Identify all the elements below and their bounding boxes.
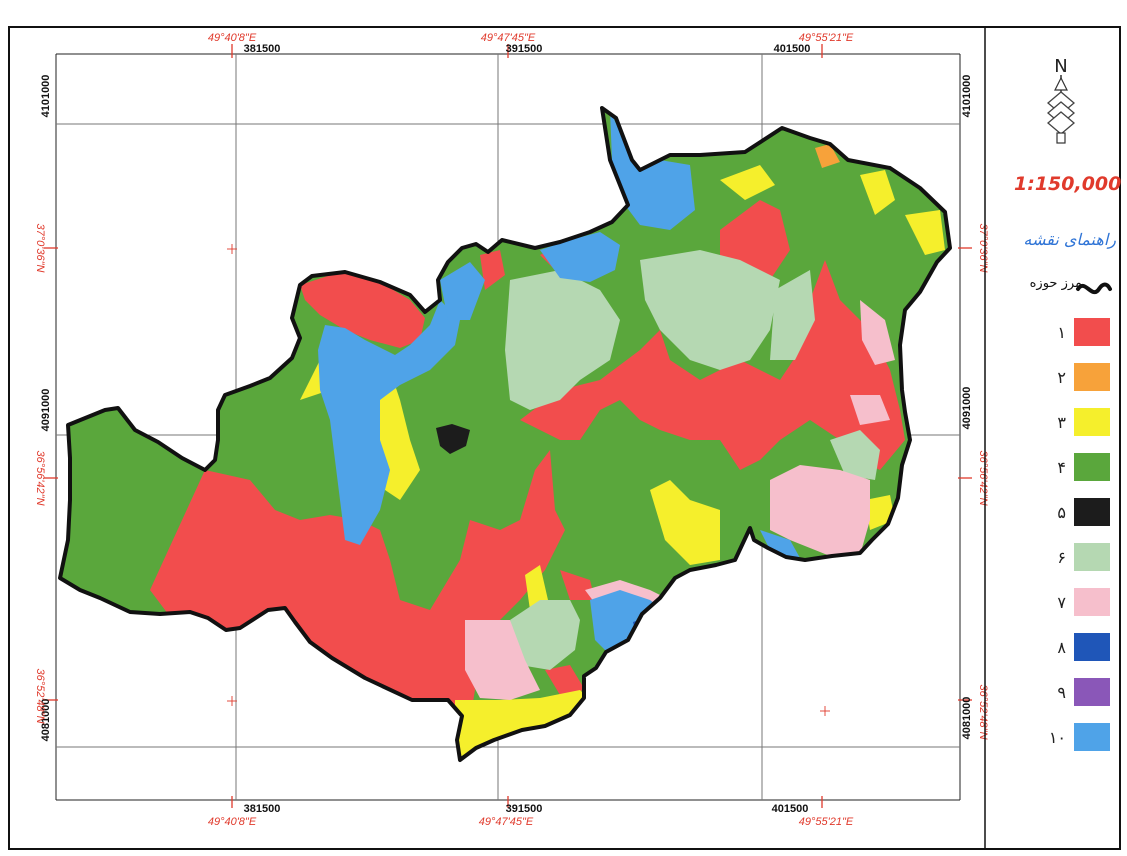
legend-title: راهنمای نقشه [1023,230,1116,249]
legend-item-label: ۴ [1057,458,1066,477]
legend-swatch [1074,633,1110,661]
landuse-yellow-east [905,210,945,255]
grid-label-left-proj-1: 4101000 [40,75,52,118]
legend-swatch [1074,498,1110,526]
legend-item: ۵ [1040,498,1110,528]
legend-item: ۲ [1040,363,1110,393]
grid-label-top-proj-1: 381500 [244,43,281,55]
grid-label-left-geo-1: 37°0'36"N [34,224,46,273]
landuse-pink-ne [860,300,895,365]
landuse-lightgreen-mid [505,270,620,410]
landuse-yellow-mid [525,565,548,610]
landuse-lightgreen-south [510,600,580,670]
grid-label-right-proj-3: 4081000 [961,697,973,740]
landuse-blue-north [610,110,695,230]
legend-item: ۷ [1040,588,1110,618]
landuse-yellow-ne [720,165,775,200]
boundary-label: مرز حوزه [1029,276,1082,291]
grid-label-top-geo-1: 49°40'8"E [208,32,257,44]
legend-item-label: ۱ [1057,323,1066,342]
landuse-pink-south [465,620,540,700]
grid-label-right-geo-1: 37°0'36"N [977,224,989,273]
landuse-blue-northmid [540,232,620,282]
landuse-lightgreen-se [830,430,880,480]
legend-item-label: ۱۰ [1048,728,1066,747]
legend-swatch [1074,318,1110,346]
legend-item-label: ۷ [1057,593,1066,612]
legend-swatch [1074,723,1110,751]
legend-swatch [1074,543,1110,571]
grid-label-bottom-proj-3: 401500 [772,803,809,815]
landuse-orange [815,144,840,168]
grid-label-bottom-geo-2: 49°47'45"E [479,816,534,828]
grid-label-top-proj-2: 391500 [506,43,543,55]
boundary-symbol-icon [1076,282,1112,295]
landuse-red-northwest [300,272,425,348]
legend-item-label: ۹ [1057,683,1066,702]
legend-item-label: ۵ [1057,503,1066,522]
legend-item-label: ۲ [1057,368,1066,387]
grid-label-bottom-proj-2: 391500 [506,803,543,815]
landuse-lightgreen-north [640,250,780,370]
grid-label-bottom-geo-3: 49°55'21"E [799,816,854,828]
grid-label-top-proj-3: 401500 [774,43,811,55]
landuse-pink-e2 [850,395,890,425]
landuse-layers [60,108,950,760]
grid-label-left-proj-3: 4081000 [40,699,52,742]
grid-label-bottom-proj-1: 381500 [244,803,281,815]
legend-item: ۱۰ [1040,723,1110,753]
north-label: N [1054,56,1067,77]
grid-label-bottom-geo-1: 49°40'8"E [208,816,257,828]
grid-label-left-proj-2: 4091000 [40,389,52,432]
legend-item: ۱ [1040,318,1110,348]
legend-item: ۳ [1040,408,1110,438]
legend-item-label: ۳ [1057,413,1066,432]
map-scale: 1:150,000 [1014,173,1122,195]
grid-label-left-geo-2: 36°56'42"N [34,450,46,505]
landuse-lightgreen-east [770,270,815,360]
landuse-red-south [150,450,565,740]
grid-label-right-geo-3: 36°52'48"N [977,684,989,739]
grid-labels: 381500 391500 401500 49°40'8"E 49°47'45"… [34,32,989,828]
grid-label-right-proj-1: 4101000 [961,75,973,118]
grid-label-left-geo-3: 36°52'48"N [34,668,46,723]
landuse-yellow-center [300,360,420,500]
legend-swatch [1074,408,1110,436]
grid-label-top-geo-3: 49°55'21"E [799,32,854,44]
legend-swatch [1074,588,1110,616]
legend-item: ۶ [1040,543,1110,573]
legend-item-label: ۸ [1057,638,1066,657]
legend-swatch [1074,363,1110,391]
landuse-red-south2 [560,570,595,600]
grid-label-right-proj-2: 4091000 [961,387,973,430]
legend-swatch [1074,453,1110,481]
landuse-red-patch [480,250,505,290]
basin-boundary [58,106,952,762]
legend-swatch [1074,678,1110,706]
north-arrow-icon: N [1046,56,1076,144]
landuse-blue-nw [440,262,485,320]
landuse-red-south3 [545,665,585,695]
landuse-yellow-ne2 [860,170,895,215]
legend-item: ۴ [1040,453,1110,483]
landuse-blue-west [318,300,460,545]
grid-label-top-geo-2: 49°47'45"E [481,32,536,44]
landuse-pink-east [770,465,870,556]
legend-item-label: ۶ [1057,548,1066,567]
legend-item: ۸ [1040,633,1110,663]
landuse-blue-se [760,530,800,560]
landuse-yellow-se [650,480,720,565]
legend-item: ۹ [1040,678,1110,708]
landuse-black [436,424,470,454]
legend-boundary-row: مرز حوزه [1018,272,1118,298]
grid-label-right-geo-2: 36°56'42"N [977,450,989,505]
